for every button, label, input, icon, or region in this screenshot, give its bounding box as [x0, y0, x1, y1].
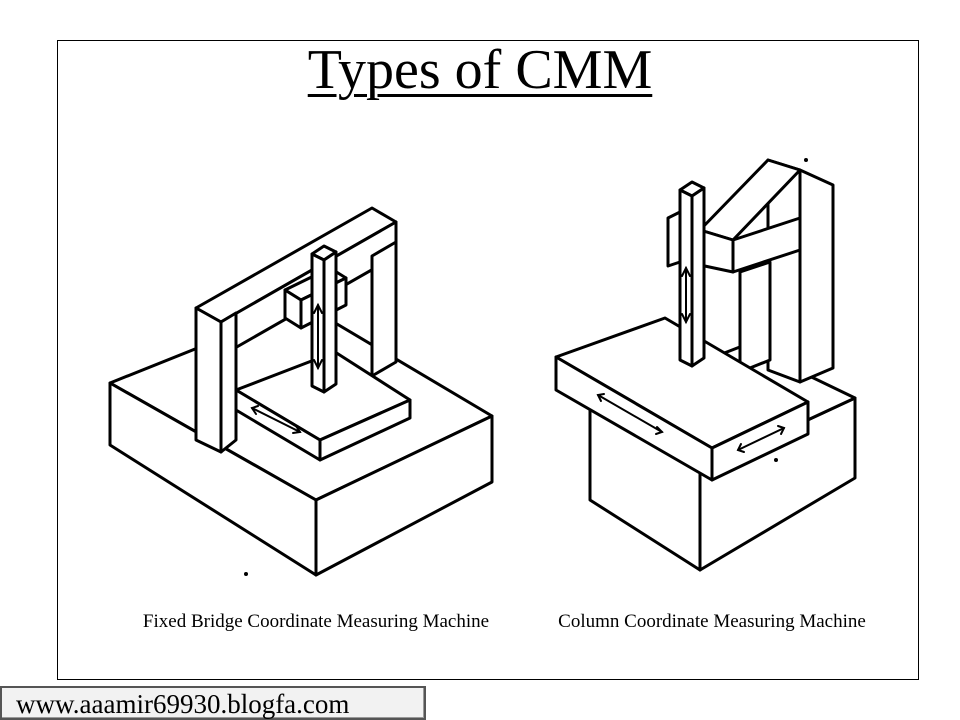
column-caption: Column Coordinate Measuring Machine [558, 611, 866, 632]
column-motion-arrows [596, 265, 786, 453]
slide-title: Types of CMM [307, 39, 653, 101]
column-arm [698, 158, 835, 384]
column-table [554, 316, 810, 482]
fixed-bridge-spindle [310, 244, 338, 394]
fixed-bridge-caption: Fixed Bridge Coordinate Measuring Machin… [142, 611, 490, 632]
watermark-text: www.aaamir69930.blogfa.com [16, 689, 350, 719]
column-carriage [666, 210, 682, 268]
watermark-banner: www.aaamir69930.blogfa.com [0, 686, 426, 720]
scan-dot [804, 158, 808, 162]
column-cmm-illustration [554, 158, 857, 572]
fixed-bridge-cmm-illustration [108, 206, 494, 577]
fixed-bridge-motion-arrows [250, 302, 323, 434]
fixed-bridge-table [234, 350, 412, 462]
scan-dot [244, 572, 248, 576]
scan-dot [774, 458, 778, 462]
